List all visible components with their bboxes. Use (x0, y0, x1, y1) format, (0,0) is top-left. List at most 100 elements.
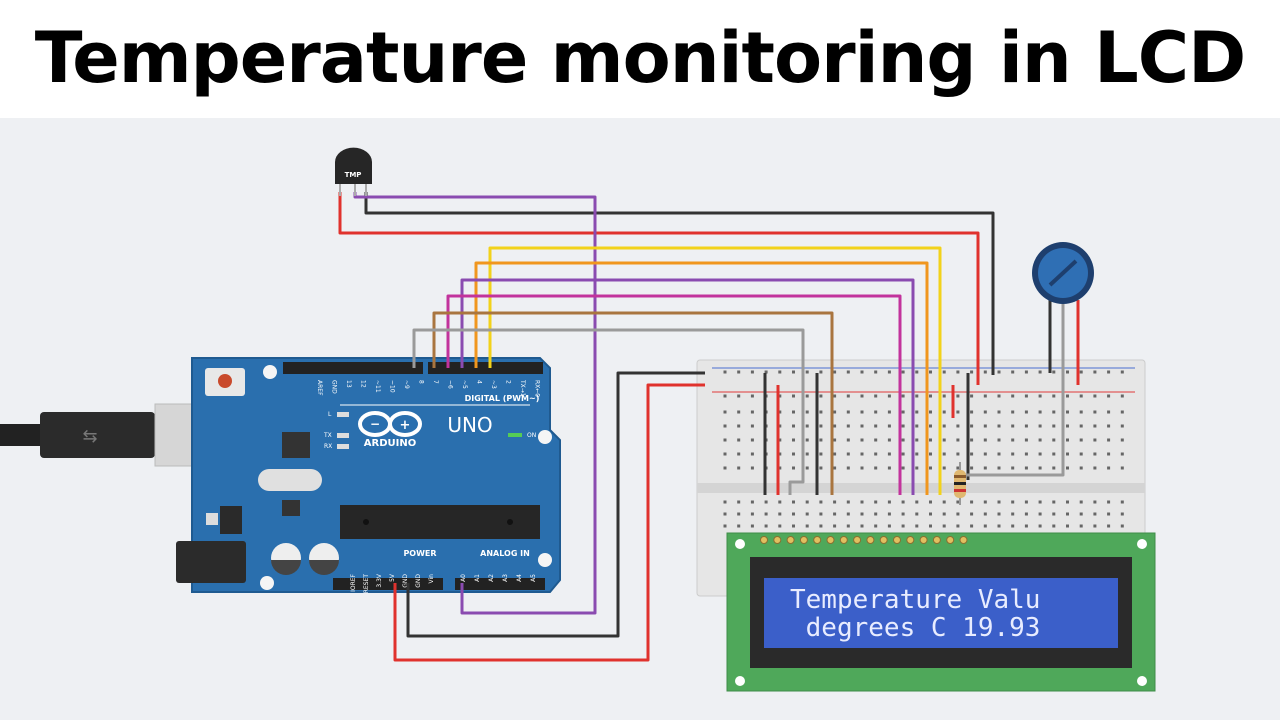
hole (874, 452, 878, 456)
analog-pin-label: A5 (530, 574, 537, 582)
hole (1079, 424, 1083, 428)
hole (723, 512, 727, 516)
hole (819, 466, 823, 470)
hole (778, 524, 782, 528)
hole (1024, 466, 1028, 470)
wire-5v-rail (393, 383, 705, 662)
wire-d3 (488, 246, 942, 495)
hole (1011, 424, 1015, 428)
hole (1038, 524, 1042, 528)
hole (887, 524, 891, 528)
hole (942, 466, 946, 470)
hole (750, 452, 754, 456)
hole (819, 410, 823, 414)
hole (983, 524, 987, 528)
hole (805, 466, 809, 470)
hole (737, 438, 741, 442)
hole (737, 524, 741, 528)
hole (1120, 512, 1124, 516)
rail-hole (1079, 370, 1083, 374)
hole (1038, 410, 1042, 414)
brand-label: ARDUINO (364, 438, 416, 449)
hole (764, 524, 768, 528)
hole (942, 438, 946, 442)
hole (929, 424, 932, 428)
digital-header-left (283, 362, 423, 374)
hole (997, 424, 1001, 428)
hole (1120, 524, 1124, 528)
rail-hole (970, 394, 974, 398)
hole (1120, 466, 1124, 470)
lcd-pin (839, 536, 848, 544)
resistor (954, 462, 966, 505)
power-pin-label: GND (402, 574, 409, 588)
hole (1052, 524, 1056, 528)
hole (983, 500, 987, 504)
hole (1052, 452, 1056, 456)
digital-pin-label: ~3 (490, 380, 497, 389)
hole (1079, 410, 1083, 414)
hole (819, 524, 823, 528)
hole (1107, 410, 1111, 414)
hole (887, 512, 891, 516)
hole (833, 452, 837, 456)
hole (929, 466, 932, 470)
hole (1120, 424, 1124, 428)
hole (970, 524, 974, 528)
hole (1052, 466, 1056, 470)
hole (956, 500, 960, 504)
usb-chip (282, 432, 310, 458)
wire-d4 (474, 261, 929, 495)
hole (874, 524, 878, 528)
hole (1052, 438, 1056, 442)
rail-hole (846, 370, 850, 374)
hole (983, 452, 987, 456)
rail-hole (792, 394, 795, 398)
digital-pin-label: ~6 (447, 380, 454, 389)
sensor-label: TMP (345, 171, 362, 179)
hole (956, 524, 960, 528)
rail-hole (915, 394, 919, 398)
hole (887, 500, 891, 504)
hole (1079, 524, 1083, 528)
hole (1107, 524, 1111, 528)
potentiometer[interactable] (1032, 242, 1094, 304)
rail-hole (860, 394, 864, 398)
power-header (333, 578, 443, 590)
hole (1066, 438, 1069, 442)
hole (819, 512, 823, 516)
hole (1066, 410, 1069, 414)
hole (915, 512, 919, 516)
rail-hole (1052, 370, 1056, 374)
lcd-pin (906, 536, 915, 544)
hole (805, 512, 809, 516)
hole (778, 438, 782, 442)
analog-pin-label: A1 (474, 574, 481, 582)
hole (737, 410, 741, 414)
hole (887, 438, 891, 442)
hole (874, 438, 878, 442)
hole (1024, 500, 1028, 504)
hole (901, 424, 905, 428)
model-label: UNO (447, 413, 492, 437)
hole (942, 500, 946, 504)
analog-pin-label: A2 (488, 574, 495, 582)
rail-hole (887, 394, 891, 398)
hole (778, 500, 782, 504)
lcd-pin (959, 536, 968, 544)
hole (805, 452, 809, 456)
hole (901, 500, 905, 504)
hole (929, 410, 932, 414)
hole (764, 512, 768, 516)
atmega-chip (340, 505, 540, 539)
hole (970, 466, 974, 470)
hole (1024, 512, 1028, 516)
digital-header-label: DIGITAL (PWM~) (465, 394, 540, 403)
hole (860, 500, 864, 504)
hole (792, 424, 795, 428)
hole (846, 452, 850, 456)
hole (833, 424, 837, 428)
hole (1011, 524, 1015, 528)
breadboard-holes (723, 370, 1124, 528)
